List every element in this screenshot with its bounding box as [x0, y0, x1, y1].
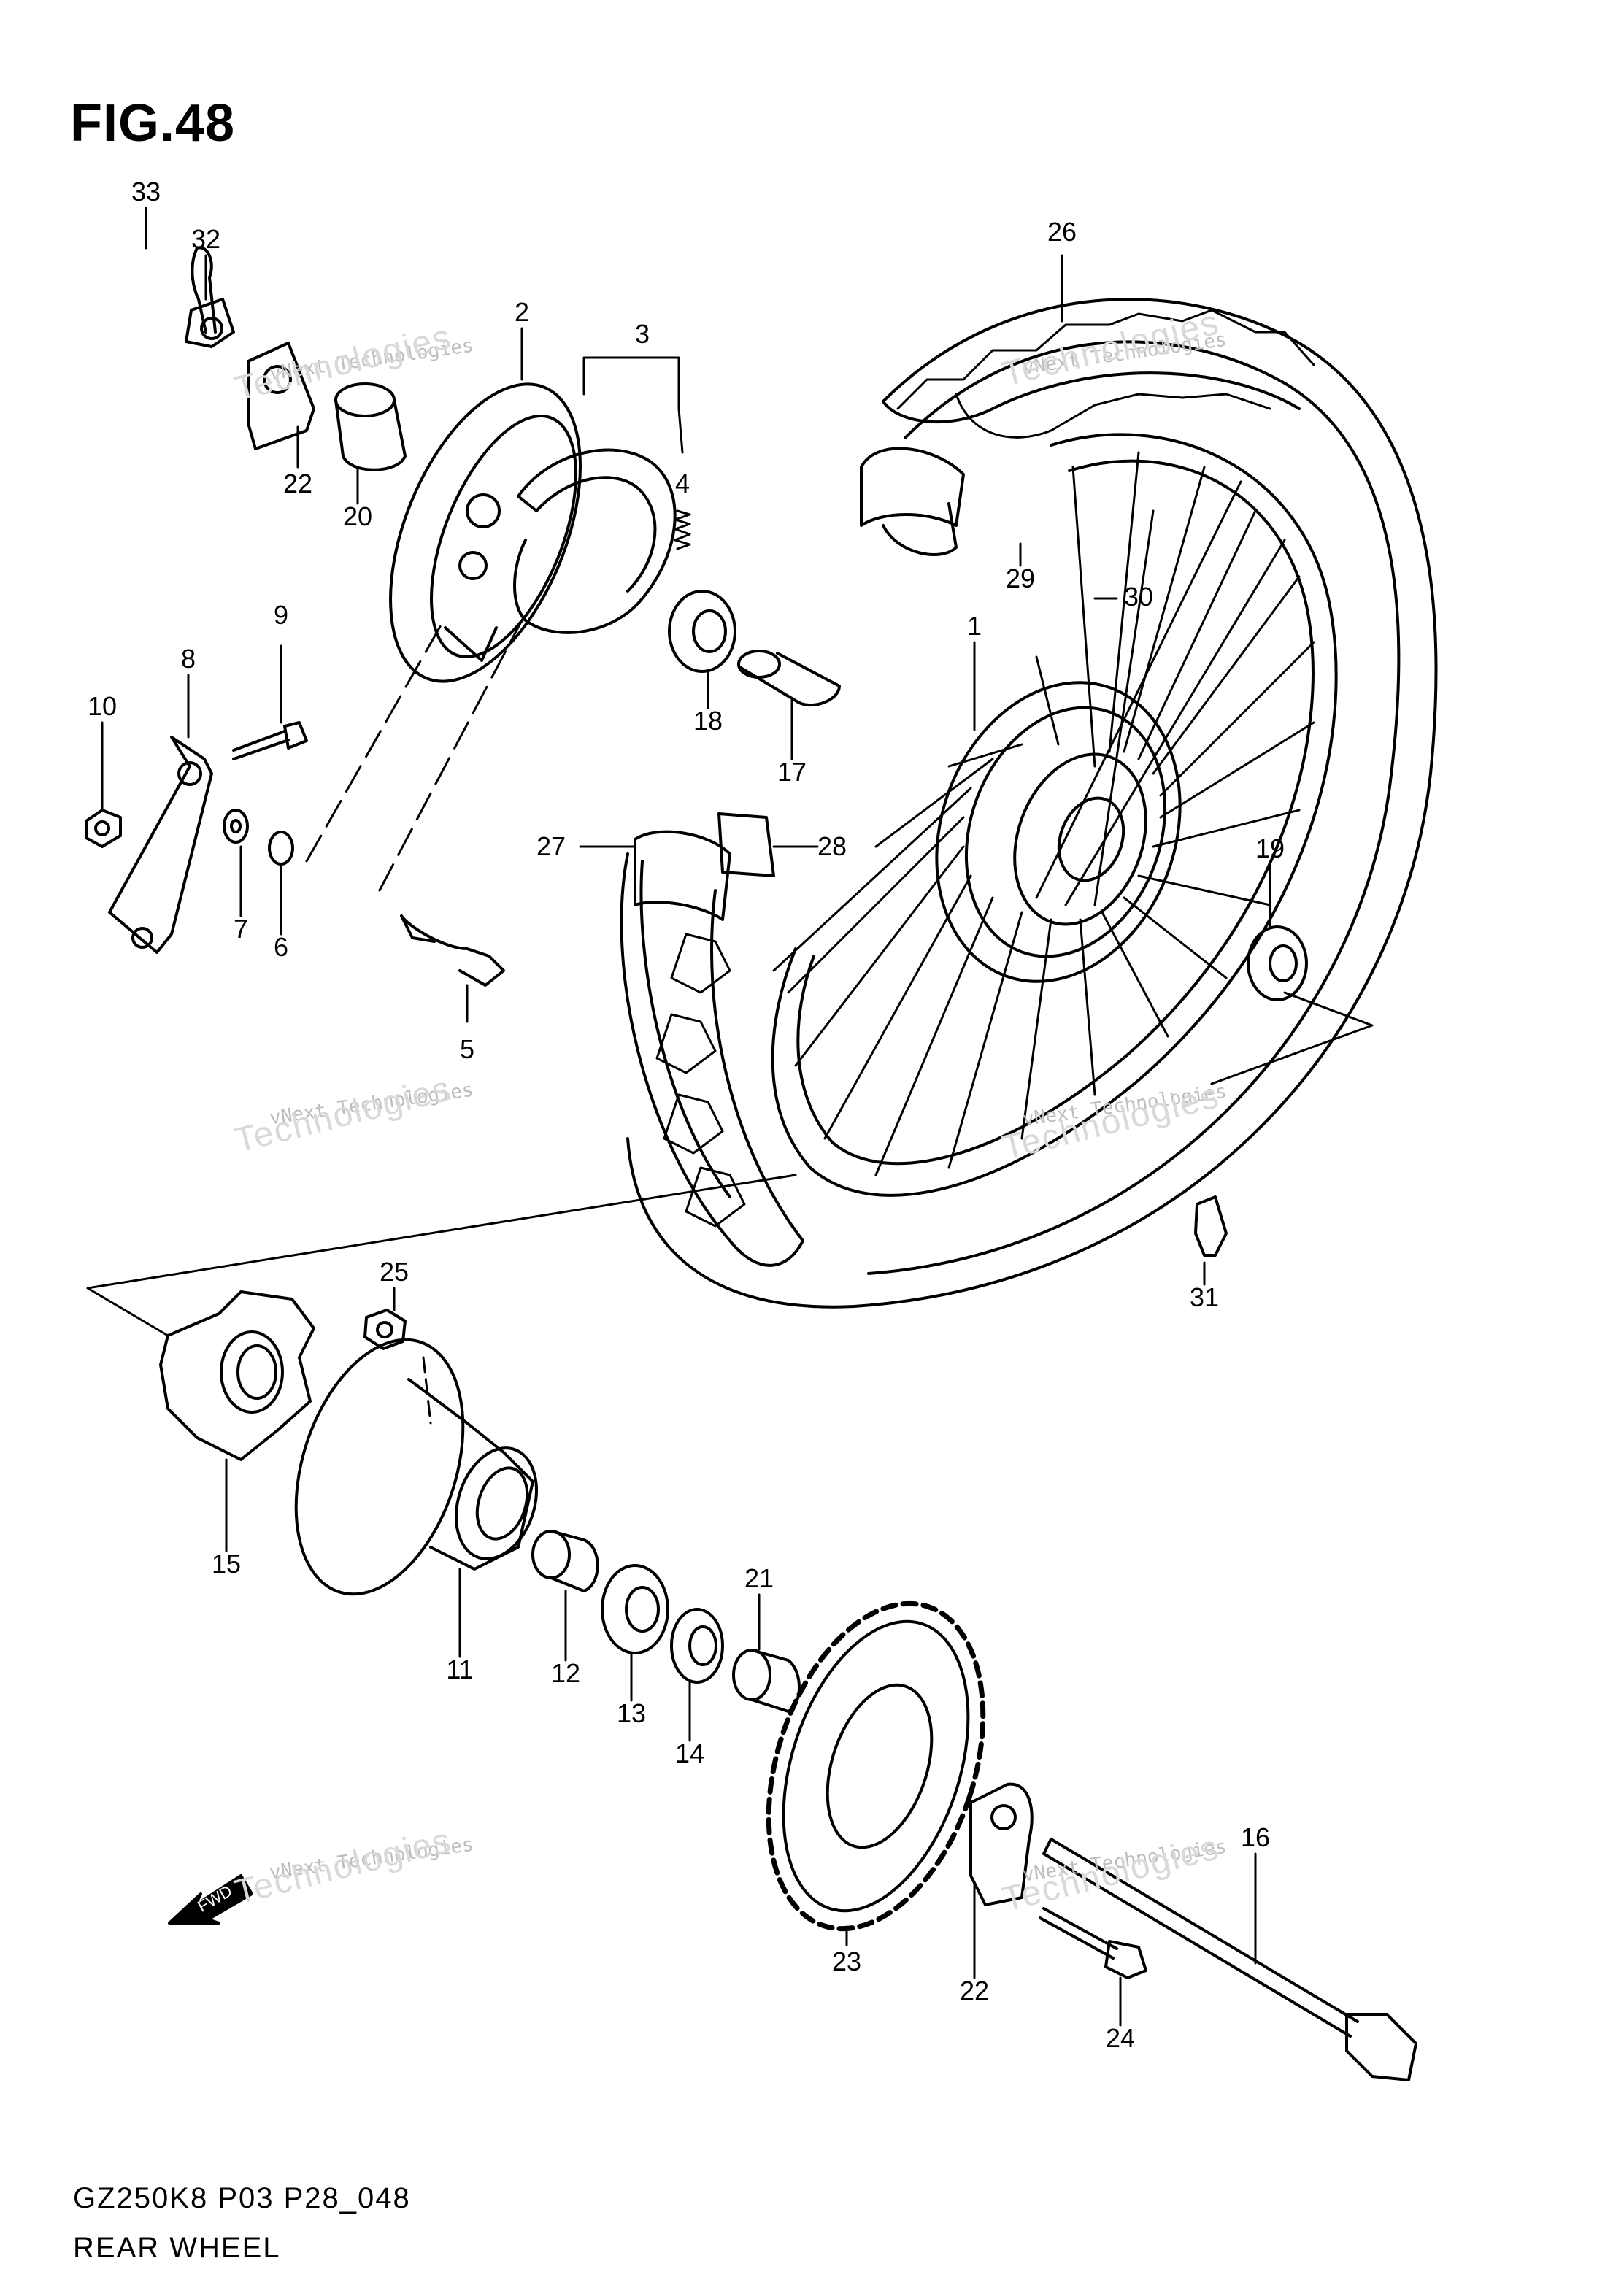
- lever-bolt: [232, 721, 308, 760]
- callout-number: 24: [1106, 2023, 1135, 2053]
- washer: [223, 809, 249, 844]
- callout-number: 6: [274, 932, 288, 962]
- callout-number: 26: [1047, 217, 1077, 247]
- callout-number: 1: [967, 611, 982, 641]
- rear-tire: [626, 298, 1438, 1309]
- tube-valve-flap: [717, 812, 775, 877]
- drum-nut: [363, 1309, 407, 1350]
- callout-number: 21: [744, 1563, 774, 1593]
- inner-tube: [620, 830, 804, 1267]
- wheel-hub: [935, 681, 1182, 983]
- rear-sprocket: [766, 1600, 986, 1932]
- callout-number: 8: [181, 644, 196, 674]
- callout-number: 12: [551, 1658, 580, 1688]
- rear-axle: [1042, 1838, 1417, 2081]
- callout-number: 19: [1255, 833, 1285, 863]
- bearing-18: [668, 590, 736, 673]
- callout-number: 9: [274, 600, 288, 630]
- brake-cam: [400, 914, 505, 987]
- callout-number: 2: [515, 297, 529, 327]
- torque-bracket-upper: [247, 342, 315, 450]
- cush-damper: [159, 1290, 315, 1461]
- callout-number: 30: [1124, 582, 1153, 612]
- wheel-spacer: [737, 650, 841, 707]
- cotter-pin: [191, 246, 217, 334]
- rear-rim: [771, 433, 1338, 1197]
- sprocket-spacer: [732, 1649, 801, 1713]
- callout-number: 18: [693, 706, 723, 736]
- callout-number: 33: [131, 177, 161, 207]
- callout-number: 20: [343, 501, 372, 531]
- spacer-collar: [334, 382, 407, 471]
- shoe-spring: [674, 509, 691, 550]
- callout-number: 3: [635, 319, 650, 349]
- rim-band: [860, 447, 965, 556]
- callout-number: 16: [1241, 1822, 1270, 1852]
- figure-name: REAR WHEEL: [73, 2232, 281, 2264]
- callout-number: 31: [1190, 1282, 1219, 1312]
- callout-number: 25: [380, 1257, 409, 1287]
- leader-lines: [86, 207, 1374, 2027]
- spoke-nipple: [1194, 1195, 1228, 1257]
- bearing-19: [1247, 925, 1308, 1001]
- figure-title: FIG.48: [70, 94, 236, 153]
- callout-number: 11: [446, 1654, 473, 1684]
- torque-bracket-lower: [969, 1782, 1034, 1906]
- o-ring: [268, 831, 294, 866]
- callout-number: 7: [234, 914, 248, 944]
- callout-number: 27: [536, 831, 566, 861]
- brake-shoes: [513, 448, 677, 634]
- callout-number: 32: [191, 224, 220, 254]
- brake-cam-lever: [108, 736, 213, 954]
- brake-panel: [389, 382, 582, 683]
- callout-number: 10: [88, 691, 117, 721]
- drum-spacer: [531, 1530, 599, 1592]
- callout-number: 17: [777, 757, 807, 787]
- callout-number: 5: [460, 1034, 474, 1064]
- callout-number: 13: [617, 1698, 646, 1728]
- callout-number: 28: [817, 831, 847, 861]
- fwd-arrow-icon: [168, 1874, 253, 1925]
- callout-number: 22: [283, 469, 312, 498]
- figure-code: GZ250K8 P03 P28_048: [73, 2182, 411, 2214]
- castle-nut: [185, 298, 235, 348]
- lever-nut: [85, 809, 122, 848]
- callout-number: 4: [675, 469, 690, 498]
- bracket-bolt: [1039, 1907, 1147, 1979]
- callout-number: 14: [675, 1738, 704, 1768]
- spokes: [772, 451, 1315, 1176]
- callout-number: 23: [832, 1946, 861, 1976]
- bearing-13: [601, 1564, 669, 1654]
- callout-number: 22: [960, 1976, 989, 2006]
- callout-number: 15: [212, 1549, 241, 1579]
- sprocket-drum: [294, 1338, 539, 1596]
- callout-number: 29: [1006, 563, 1035, 593]
- oil-seal: [670, 1608, 724, 1684]
